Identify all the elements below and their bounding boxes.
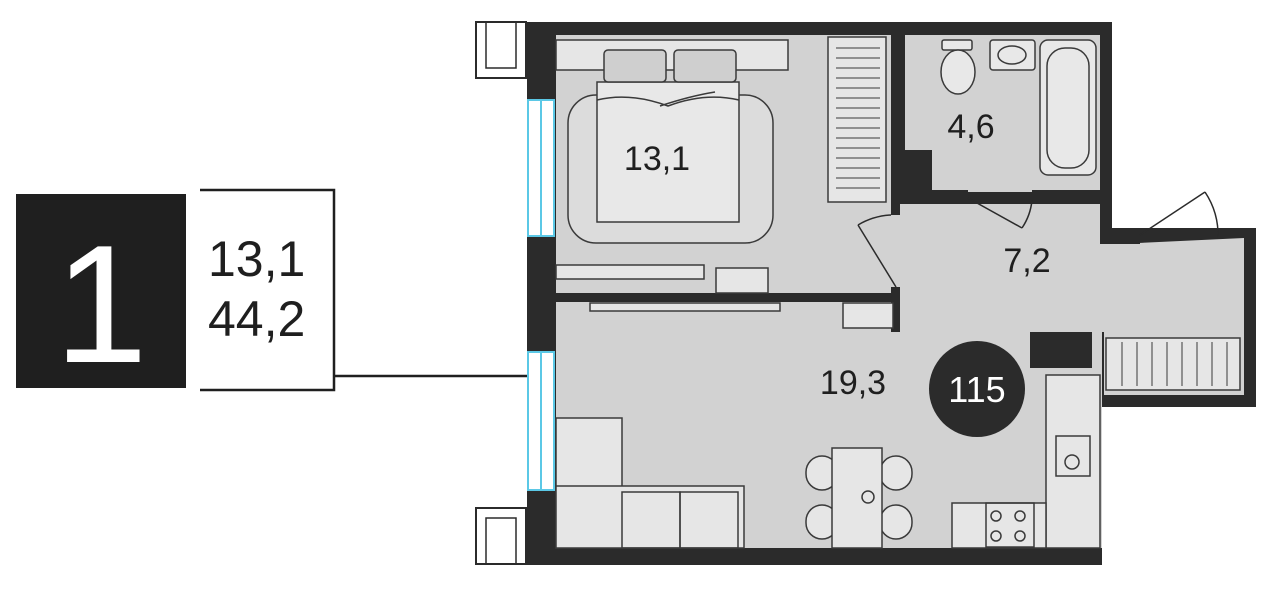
wardrobe-hangers bbox=[836, 47, 880, 189]
living-furniture bbox=[555, 302, 1241, 549]
hall-area-label: 7,2 bbox=[1003, 242, 1050, 280]
floor-plan: 13,1 4,6 7,2 19,3 115 bbox=[475, 21, 1256, 565]
loggia-slats bbox=[1121, 342, 1228, 386]
hall-floor bbox=[895, 204, 1244, 395]
kitchen-living-area-label: 19,3 bbox=[820, 364, 886, 402]
rooms-count-badge: 1 bbox=[16, 194, 186, 398]
bathroom-area-label: 4,6 bbox=[947, 108, 994, 146]
total-area-value: 44,2 bbox=[208, 291, 305, 347]
rooms-count-text: 1 bbox=[54, 210, 147, 398]
bedroom-area-label: 13,1 bbox=[624, 140, 690, 178]
bathroom-fixtures bbox=[940, 39, 1097, 176]
apartment-number-badge: 115 bbox=[929, 341, 1025, 437]
windows bbox=[475, 21, 555, 565]
interior-walls bbox=[553, 35, 1140, 368]
apartment-number-text: 115 bbox=[948, 369, 1005, 410]
bedroom-furniture bbox=[555, 36, 887, 294]
doors bbox=[857, 191, 1219, 288]
living-area-value: 13,1 bbox=[208, 231, 305, 287]
area-summary-box: 13,1 44,2 bbox=[200, 188, 336, 392]
